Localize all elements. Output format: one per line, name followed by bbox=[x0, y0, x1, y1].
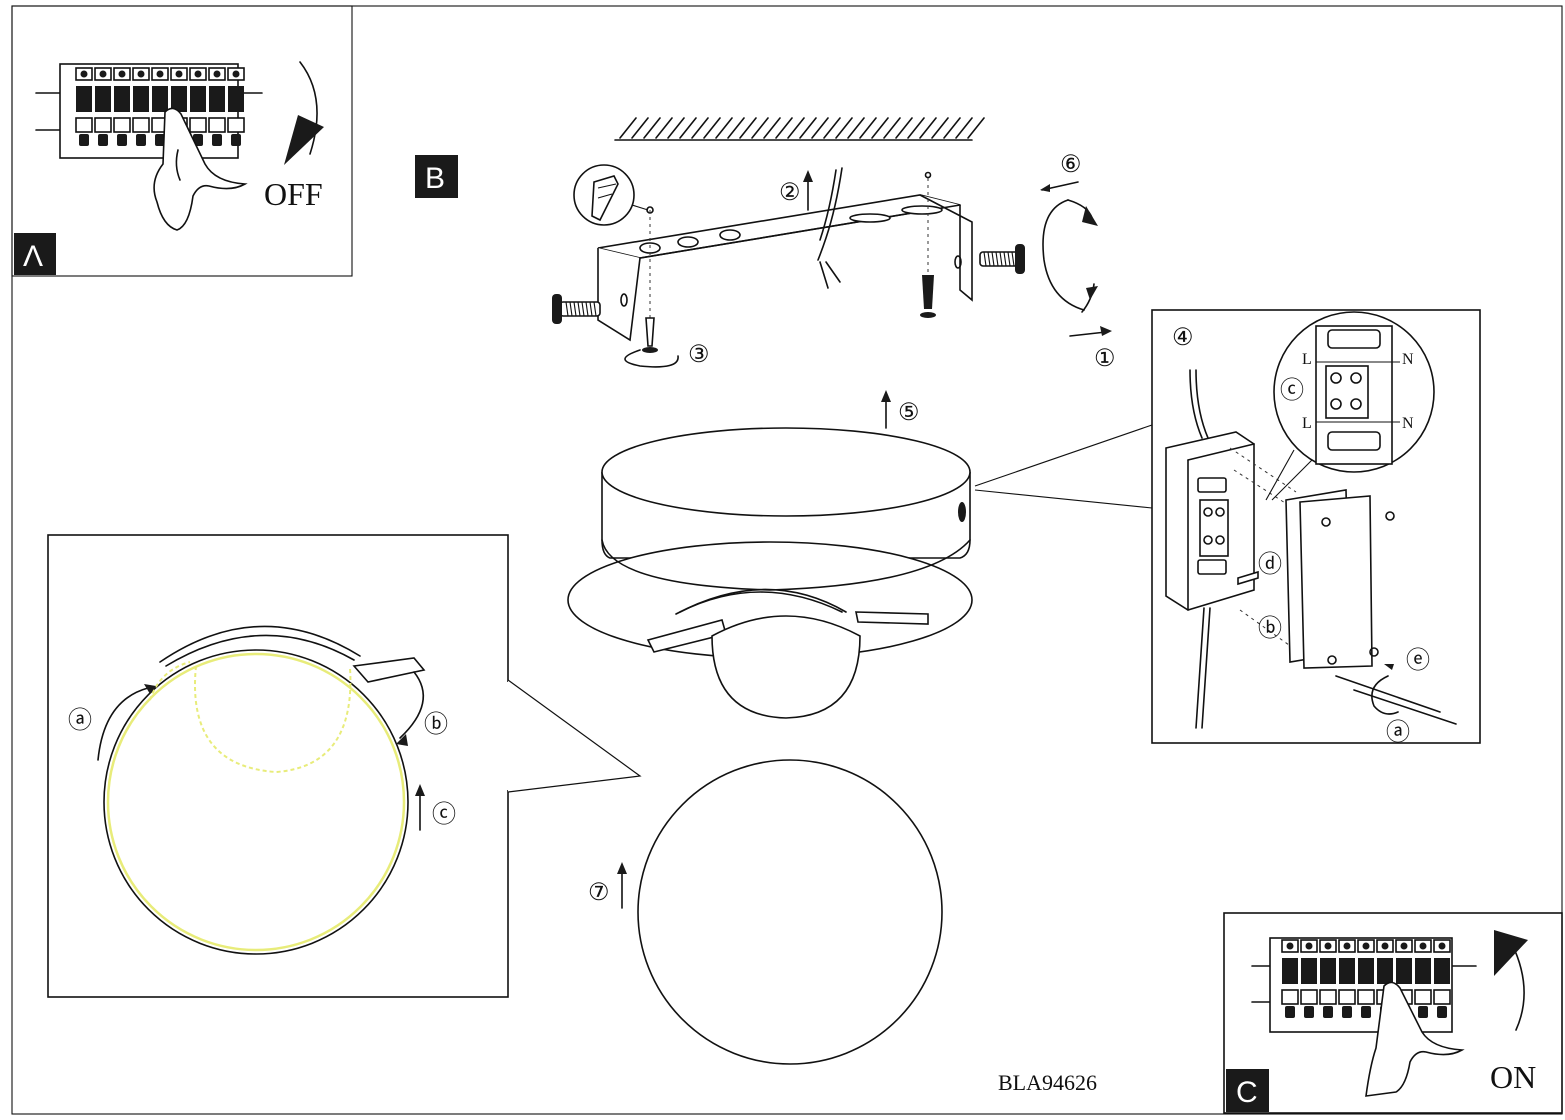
terminal-l-top: L bbox=[1302, 351, 1312, 368]
detail-b-label: ⓑ bbox=[1258, 614, 1282, 642]
panel-a-badge-text: Λ bbox=[23, 240, 43, 273]
rotate-arrow-step-6-icon bbox=[1042, 199, 1098, 313]
step-4-label: ④ bbox=[1172, 323, 1194, 351]
rotate-arrow-off-icon bbox=[299, 61, 318, 155]
hand-icon bbox=[153, 107, 248, 231]
detail-c-label: ⓒ bbox=[1280, 376, 1304, 404]
glass-globe-detail bbox=[103, 649, 409, 955]
circuit-breaker-off-icon bbox=[35, 63, 263, 159]
rotate-arrow-screwdriver-icon bbox=[1371, 675, 1399, 715]
terminal-l-bottom: L bbox=[1302, 415, 1312, 432]
step-7-label: ⑦ bbox=[588, 878, 610, 906]
panel-a-badge bbox=[14, 233, 56, 275]
lamp-canopy bbox=[567, 427, 973, 719]
ceiling-hatch bbox=[614, 117, 985, 141]
panel-c: ON C bbox=[1223, 912, 1563, 1114]
panel-c-badge-text: C bbox=[1236, 1076, 1258, 1109]
circuit-breaker-on-icon bbox=[1251, 937, 1477, 1033]
wiring-detail-panel: ④ bbox=[1151, 309, 1481, 746]
step-5-label: ⑤ bbox=[898, 398, 920, 426]
detail-e-label: ⓔ bbox=[1406, 646, 1430, 674]
arrow-step-b-icon bbox=[399, 671, 425, 739]
panel-b-badge bbox=[415, 155, 458, 198]
arrow-step-a-icon bbox=[97, 687, 149, 761]
mounting-bracket bbox=[597, 194, 973, 342]
panel-b-badge-text: B bbox=[425, 162, 445, 195]
terminal-n-top: N bbox=[1402, 351, 1414, 368]
terminal-n-bottom: N bbox=[1402, 415, 1414, 432]
panel-a-switch-label: OFF bbox=[264, 176, 323, 212]
supply-cable bbox=[817, 167, 843, 289]
detail-d-label: ⓓ bbox=[1258, 550, 1282, 578]
rotate-arrow-screw-icon bbox=[624, 349, 679, 368]
panel-a: OFF Λ bbox=[11, 5, 353, 277]
step-6-label: ⑥ bbox=[1060, 150, 1082, 178]
step-2-label: ② bbox=[779, 178, 801, 206]
ceiling-screw-right-icon bbox=[920, 275, 936, 318]
step-1-label: ① bbox=[1094, 344, 1116, 372]
panel-c-badge bbox=[1226, 1069, 1269, 1112]
ceiling-screw-left-icon bbox=[642, 317, 658, 353]
glass-detail-c-label: ⓒ bbox=[432, 800, 456, 828]
step-3-label: ③ bbox=[688, 340, 710, 368]
rotate-arrow-on-icon bbox=[1511, 943, 1525, 1031]
glass-globe bbox=[637, 759, 943, 1065]
bracket-screw-left-icon bbox=[552, 294, 601, 324]
glass-detail-panel: ⓐ ⓑ ⓒ bbox=[47, 534, 642, 998]
glass-detail-b-label: ⓑ bbox=[424, 710, 448, 738]
page-frame bbox=[11, 5, 1563, 1115]
detail-a-label: ⓐ bbox=[1386, 718, 1410, 746]
wall-plug-detail bbox=[573, 164, 654, 226]
panel-a-frame bbox=[11, 5, 353, 277]
panel-c-switch-label: ON bbox=[1490, 1059, 1536, 1095]
glass-detail-a-label: ⓐ bbox=[68, 706, 92, 734]
bracket-screw-right-icon bbox=[979, 244, 1025, 274]
hand-icon-on bbox=[1365, 981, 1465, 1097]
model-code: BLA94626 bbox=[998, 1070, 1097, 1095]
